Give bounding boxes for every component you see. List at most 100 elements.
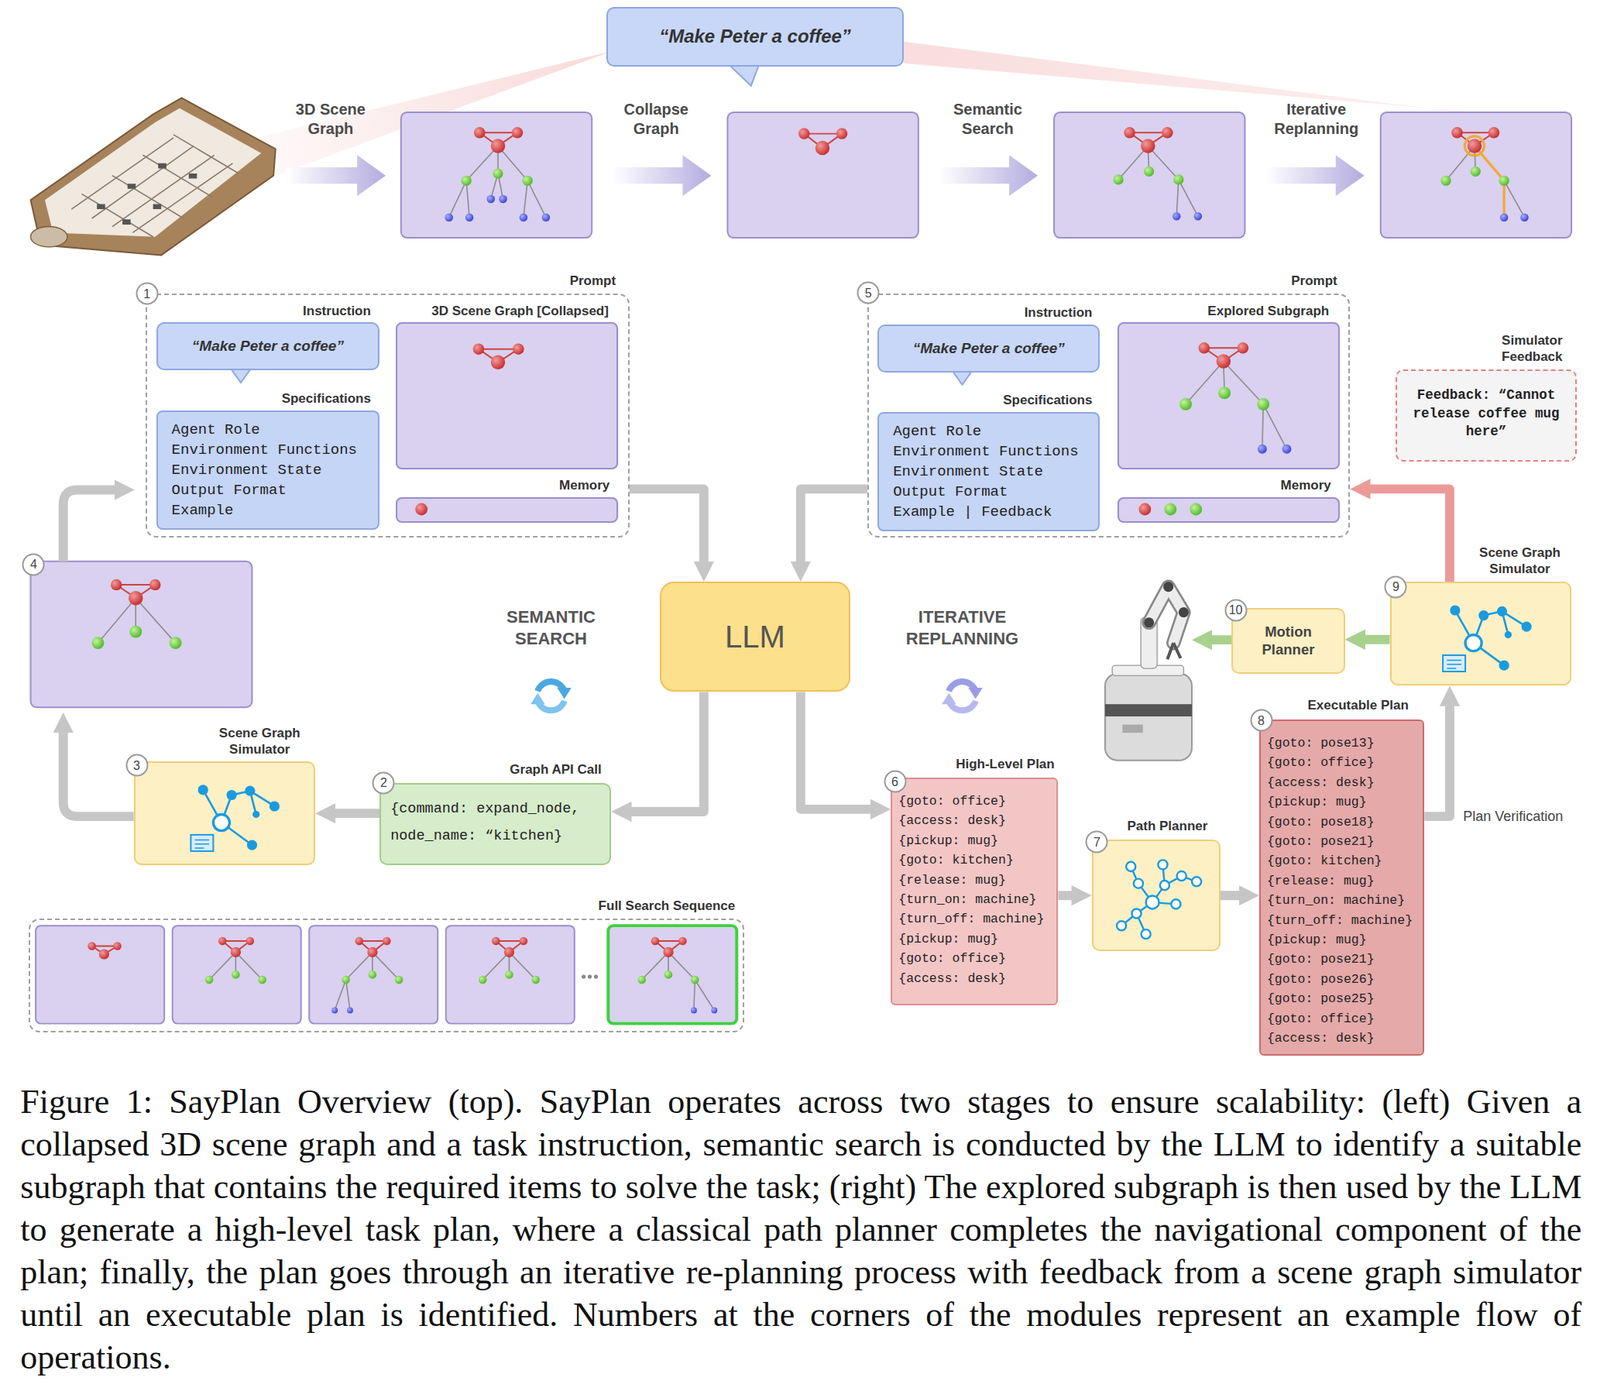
robot-illustration <box>1178 607 1189 618</box>
graph-panel <box>1380 112 1572 238</box>
scene-graph-drawing <box>1143 166 1154 177</box>
prompt-box: PromptInstruction“Make Peter a coffee”Sp… <box>867 293 1350 538</box>
graph-panel <box>395 322 619 470</box>
scene-graph-drawing <box>149 579 161 591</box>
robot-illustration <box>1163 581 1174 592</box>
scene-graph-drawing <box>678 937 687 946</box>
box-body: {goto: pose13}{goto: office}{access: des… <box>1260 721 1423 1055</box>
scene-graph-drawing <box>1140 138 1155 153</box>
box-body: Feedback: “Cannot release coffee mug her… <box>1397 370 1575 448</box>
scene-graph-drawing <box>1451 127 1463 138</box>
feedback-box: Simulator FeedbackFeedback: “Cannot rele… <box>1395 369 1576 462</box>
scene-graph-drawing <box>97 145 1525 1010</box>
scene-graph-drawing <box>1161 127 1173 138</box>
box-text: {access: desk} <box>898 968 1051 989</box>
box-text: {goto: office} <box>898 948 1051 969</box>
office-floorplan <box>30 97 276 255</box>
scene-graph-drawing <box>465 212 474 222</box>
scene-graph-drawing <box>1179 398 1192 411</box>
box-text: {pickup: mug} <box>898 830 1051 851</box>
scene-graph-drawing <box>486 195 495 204</box>
scene-graph-drawing <box>355 937 364 946</box>
flow-arrow <box>1205 635 1232 645</box>
scene-graph-drawing <box>169 636 182 649</box>
ellipsis-dots <box>587 974 592 979</box>
callout-number: 6 <box>883 770 907 794</box>
stage-label: ITERATIVE REPLANNING <box>893 606 1032 651</box>
scene-graph-drawing <box>1123 127 1135 138</box>
scene-graph-drawing <box>1467 138 1482 153</box>
bubble-tail <box>728 64 760 86</box>
graph-panel <box>1054 112 1245 238</box>
callout-number: 2 <box>372 771 395 794</box>
box-heading: High-Level Plan <box>955 755 1055 773</box>
box-text: {goto: kitchen} <box>1266 851 1417 871</box>
robot-illustration <box>1167 642 1181 660</box>
box-text: {pickup: mug} <box>1266 792 1417 812</box>
connector-arrow <box>1364 488 1450 582</box>
scene-graph-drawing <box>1194 212 1203 221</box>
graph-panel <box>607 925 737 1024</box>
scene-graph-drawing <box>662 947 673 958</box>
network-icon <box>1442 604 1532 672</box>
box-text: {goto: pose13} <box>1266 733 1417 753</box>
pipeline-arrow <box>938 154 1038 196</box>
scene-graph-drawing <box>99 948 110 959</box>
plan-box: Executable Plan{goto: pose13}{goto: offi… <box>1259 719 1425 1057</box>
connector-arrow <box>1359 635 1391 645</box>
scene-graph-drawing <box>129 625 142 639</box>
scene-graph-drawing <box>205 975 214 985</box>
scene-graph-drawing <box>1163 503 1177 516</box>
scene-graph-drawing <box>257 975 267 985</box>
scene-graph-drawing <box>492 168 503 179</box>
box-text: “Make Peter a coffee” <box>659 25 852 48</box>
scene-graph-drawing <box>92 636 105 649</box>
step-label: Semantic Search <box>939 99 1037 139</box>
box-text: “Make Peter a coffee” <box>913 339 1065 358</box>
box-heading: Specifications <box>1002 391 1092 409</box>
scene-graph-drawing <box>512 343 524 354</box>
box-heading: Prompt <box>1290 272 1338 289</box>
box-text: {access: desk} <box>1266 772 1417 793</box>
box-heading: Scene Graph Simulator <box>204 724 315 759</box>
simulator-box: Scene Graph Simulator <box>1390 581 1573 686</box>
memory-bar: Memory <box>395 497 619 523</box>
box-text: LLM <box>724 619 786 655</box>
callout-number: 5 <box>857 281 880 305</box>
box-text: Feedback: “Cannot release coffee mug her… <box>1408 386 1564 442</box>
ellipsis-dots <box>593 974 598 979</box>
pipeline-arrow <box>1265 154 1365 196</box>
connector-arrow <box>1057 890 1078 900</box>
graph-panel <box>1117 322 1340 470</box>
scene-graph-drawing <box>110 579 122 591</box>
scene-graph-drawing <box>836 127 848 139</box>
box-heading: Path Planner <box>1126 817 1208 835</box>
pipeline-arrow <box>285 154 386 196</box>
office-floorplan <box>30 97 276 255</box>
connector-arrow <box>800 488 868 567</box>
prompt-box: PromptInstruction“Make Peter a coffee”Sp… <box>145 293 630 538</box>
scene-graph-drawing <box>1464 136 1484 156</box>
scene-graph-drawing <box>690 975 700 985</box>
scene-graph-drawing <box>498 195 508 204</box>
box-heading: Graph API Call <box>509 761 601 778</box>
graph-panel <box>35 925 165 1024</box>
scene-graph-drawing <box>1185 360 1287 449</box>
office-floorplan <box>71 134 239 237</box>
scene-graph-drawing <box>642 951 715 1010</box>
box-body: “Make Peter a coffee” <box>659 25 852 48</box>
instruction-bubble: Instruction“Make Peter a coffee” <box>877 324 1100 373</box>
box-text: {release: mug} <box>898 870 1051 890</box>
box-text: {turn_on: machine} <box>898 889 1051 910</box>
robot-illustration <box>1149 587 1185 643</box>
box-text: Output Format <box>171 480 365 501</box>
scene-graph-drawing <box>1173 174 1184 185</box>
box-text: {goto: pose25} <box>1266 988 1417 1009</box>
graph-panel <box>395 497 619 523</box>
office-floorplan <box>30 226 68 248</box>
box-body: {goto: office}{access: desk} {pickup: mug… <box>892 779 1057 995</box>
scene-graph-drawing <box>394 975 404 985</box>
scene-graph-drawing <box>504 970 514 979</box>
box-body: Motion Planner <box>1232 622 1343 659</box>
box-text: “Make Peter a coffee” <box>192 337 344 355</box>
